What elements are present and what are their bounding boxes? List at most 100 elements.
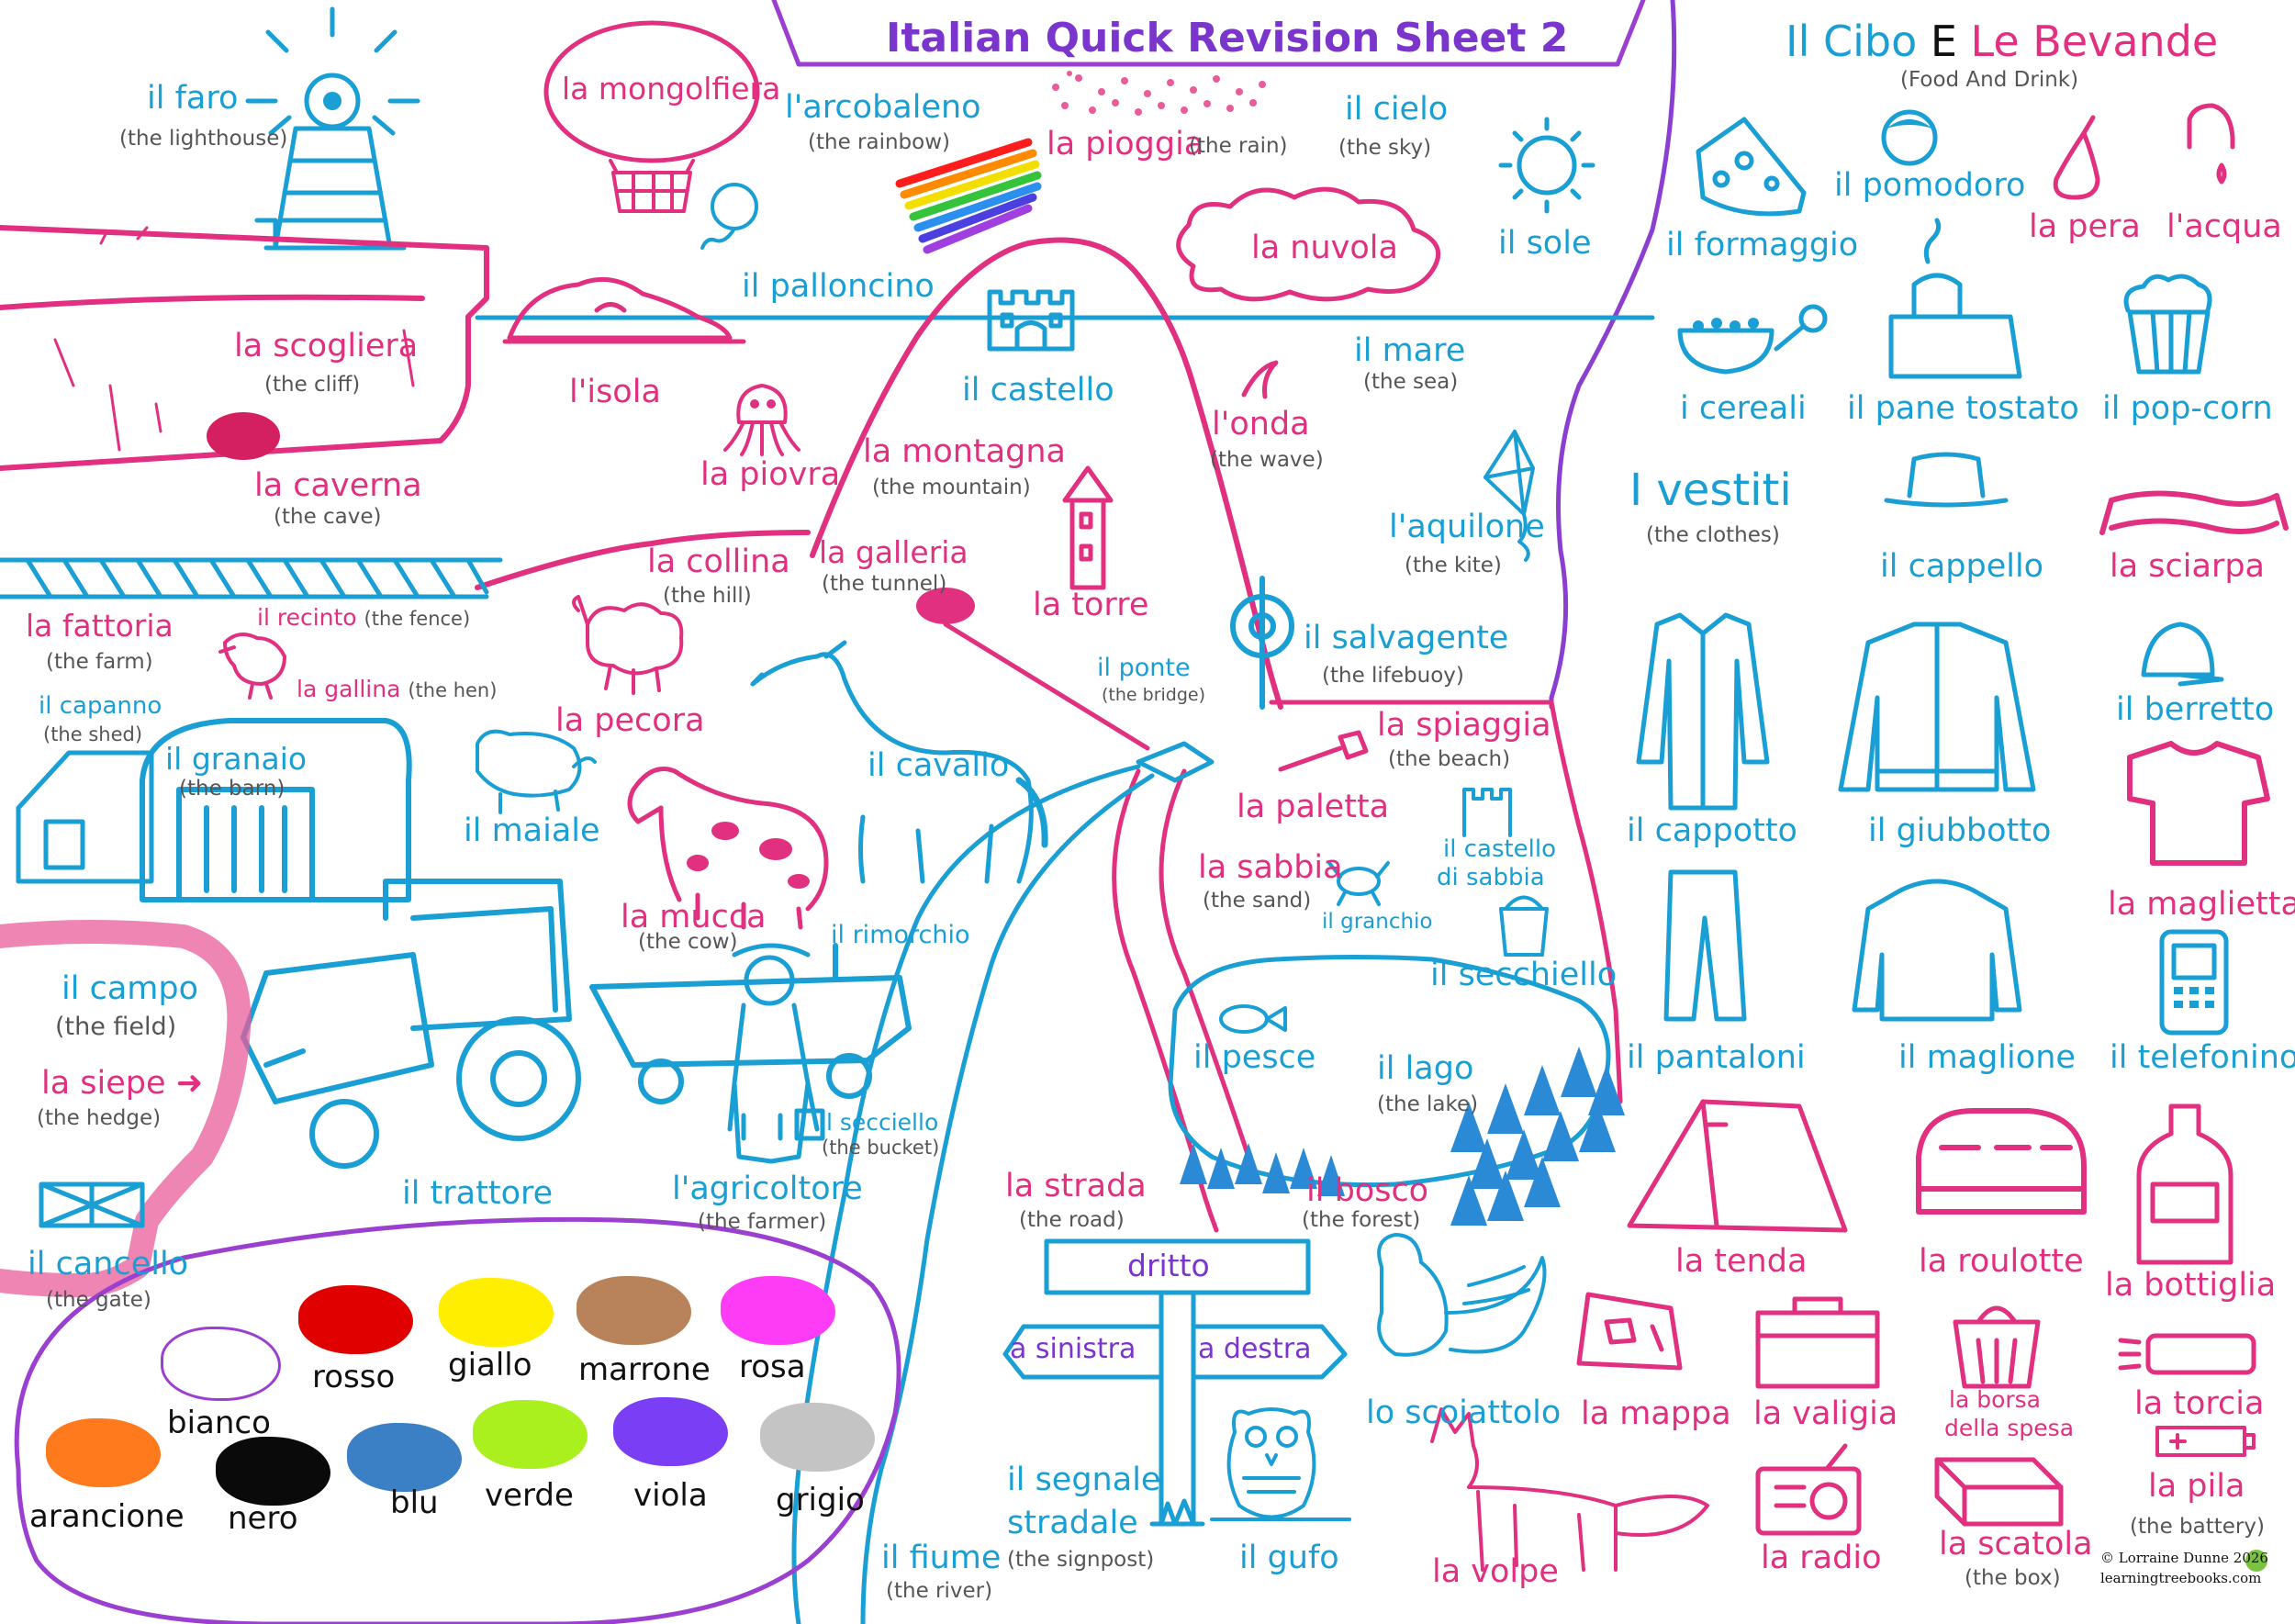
label-cappello: il cappello <box>1880 548 2044 585</box>
signpost-drawing <box>1002 1238 1348 1527</box>
label-granchio: il granchio <box>1322 910 1433 934</box>
label-sciarpa: la sciarpa <box>2110 548 2266 585</box>
label-cancello: il cancello <box>28 1246 189 1282</box>
squirrel-drawing <box>1377 1233 1547 1357</box>
farmer-drawing <box>727 943 825 1164</box>
label-granaio: il granaio <box>165 741 308 777</box>
colour-name-giallo: giallo <box>448 1347 532 1383</box>
label-scogliera-gloss: (the cliff) <box>264 373 361 397</box>
radio-drawing <box>1755 1443 1862 1536</box>
trailer-drawing <box>589 943 912 1104</box>
colour-swatch-nero <box>216 1437 330 1506</box>
colour-swatch-rosa <box>721 1276 835 1345</box>
colour-swatch-rosso <box>298 1285 413 1354</box>
phone-drawing <box>2159 929 2229 1036</box>
jumper-drawing <box>1852 879 2022 1022</box>
label-maiale: il maiale <box>464 812 600 849</box>
tower-drawing <box>1062 465 1114 590</box>
shopping-bag-drawing <box>1953 1305 2041 1389</box>
label-telefonino: il telefonino <box>2110 1039 2295 1076</box>
label-formaggio: il formaggio <box>1666 227 1859 263</box>
mountain-drawing <box>810 237 1283 710</box>
label-salvagente-gloss: (the lifebuoy) <box>1322 664 1464 688</box>
label-capanno-gloss: (the shed) <box>43 723 143 745</box>
crab-drawing <box>1327 861 1390 906</box>
bottle-drawing <box>2136 1103 2233 1265</box>
label-scogliera: la scogliera <box>234 328 419 364</box>
cereal-drawing <box>1677 304 1828 375</box>
arrow-right-icon: ➜ <box>175 1065 204 1102</box>
label-mare-gloss: (the sea) <box>1363 370 1459 394</box>
label-maglione: il maglione <box>1898 1039 2076 1076</box>
label-collina: la collina <box>647 543 790 580</box>
label-ponte: il ponte <box>1097 654 1191 682</box>
octopus-drawing <box>723 384 800 456</box>
wave-drawing <box>1241 360 1279 399</box>
battery-drawing <box>2155 1426 2256 1457</box>
label-cancello-gloss: (the gate) <box>46 1288 151 1312</box>
page-title: Italian Quick Revision Sheet 2 <box>886 15 1569 62</box>
label-recinto: il recinto (the fence) <box>257 606 470 629</box>
colour-name-rosa: rosa <box>739 1349 806 1385</box>
label-cielo-gloss: (the sky) <box>1338 136 1432 160</box>
label-segnale-2: stradale <box>1007 1505 1138 1541</box>
colour-name-viola: viola <box>633 1477 708 1514</box>
label-mongolfiera: la mongolfiera <box>562 71 781 106</box>
clothes-heading: I vestiti <box>1629 465 1792 516</box>
tomato-top <box>1886 119 1932 129</box>
label-berretto: il berretto <box>2116 691 2275 728</box>
phone-keys <box>2174 987 2214 1008</box>
colour-name-rosso: rosso <box>312 1359 396 1395</box>
scarf-drawing <box>2099 490 2289 535</box>
label-strada: la strada <box>1005 1168 1147 1204</box>
label-bosco: il bosco <box>1306 1172 1429 1209</box>
popcorn-drawing <box>2123 274 2212 375</box>
colour-name-arancione: arancione <box>29 1498 185 1535</box>
sheep-drawing <box>572 595 684 695</box>
toaster-drawing <box>1888 218 2022 379</box>
label-radio: la radio <box>1761 1540 1882 1576</box>
label-strada-gloss: (the road) <box>1019 1208 1125 1232</box>
barn-drawing <box>140 718 412 902</box>
cliff-drawing <box>0 225 489 471</box>
label-faro-gloss: (the lighthouse) <box>119 127 288 151</box>
rainbow-drawing <box>895 138 1042 254</box>
label-caverna-gloss: (the cave) <box>274 505 382 529</box>
label-castello-sabbia-1: il castello <box>1443 835 1557 863</box>
title-banner <box>771 0 1646 67</box>
label-isola: l'isola <box>569 374 661 410</box>
label-pantaloni: il pantaloni <box>1627 1039 1806 1076</box>
label-bottiglia: la bottiglia <box>2105 1267 2277 1304</box>
tent-drawing <box>1627 1099 1848 1233</box>
label-fattoria: la fattoria <box>26 608 174 644</box>
tunnel-road <box>943 622 1150 751</box>
label-cappotto: il cappotto <box>1627 812 1797 849</box>
food-heading-part-a: Il Cibo <box>1786 17 1918 66</box>
small-balloon-drawing <box>700 183 758 250</box>
label-onda-gloss: (the wave) <box>1210 448 1324 472</box>
label-ponte-gloss: (the bridge) <box>1102 685 1206 705</box>
label-volpe: la volpe <box>1432 1553 1559 1590</box>
label-scoiattolo: lo scoiattolo <box>1366 1394 1562 1431</box>
trousers-drawing <box>1663 869 1747 1022</box>
label-segnale-1: il segnale <box>1007 1462 1161 1498</box>
label-spiaggia-gloss: (the beach) <box>1388 747 1511 771</box>
hedge-drawing <box>0 920 252 1297</box>
colour-palette-border <box>14 1216 901 1624</box>
balloon-basket <box>609 159 695 213</box>
label-mucca-gloss: (the cow) <box>638 930 738 954</box>
label-maglietta: la maglietta <box>2108 886 2295 923</box>
label-fattoria-gloss: (the farm) <box>46 650 153 674</box>
label-arcobaleno-gloss: (the rainbow) <box>808 130 951 154</box>
label-sabbia-gloss: (the sand) <box>1203 889 1312 913</box>
label-bosco-gloss: (the forest) <box>1302 1208 1421 1232</box>
sandcastle-drawing <box>1462 788 1512 837</box>
label-lago-gloss: (the lake) <box>1377 1092 1479 1116</box>
sun-drawing <box>1498 117 1595 214</box>
river-bank <box>791 764 1141 1624</box>
river-drawing <box>860 773 1155 1624</box>
tree-logo <box>2245 1550 2267 1572</box>
pear-drawing <box>2053 115 2100 200</box>
